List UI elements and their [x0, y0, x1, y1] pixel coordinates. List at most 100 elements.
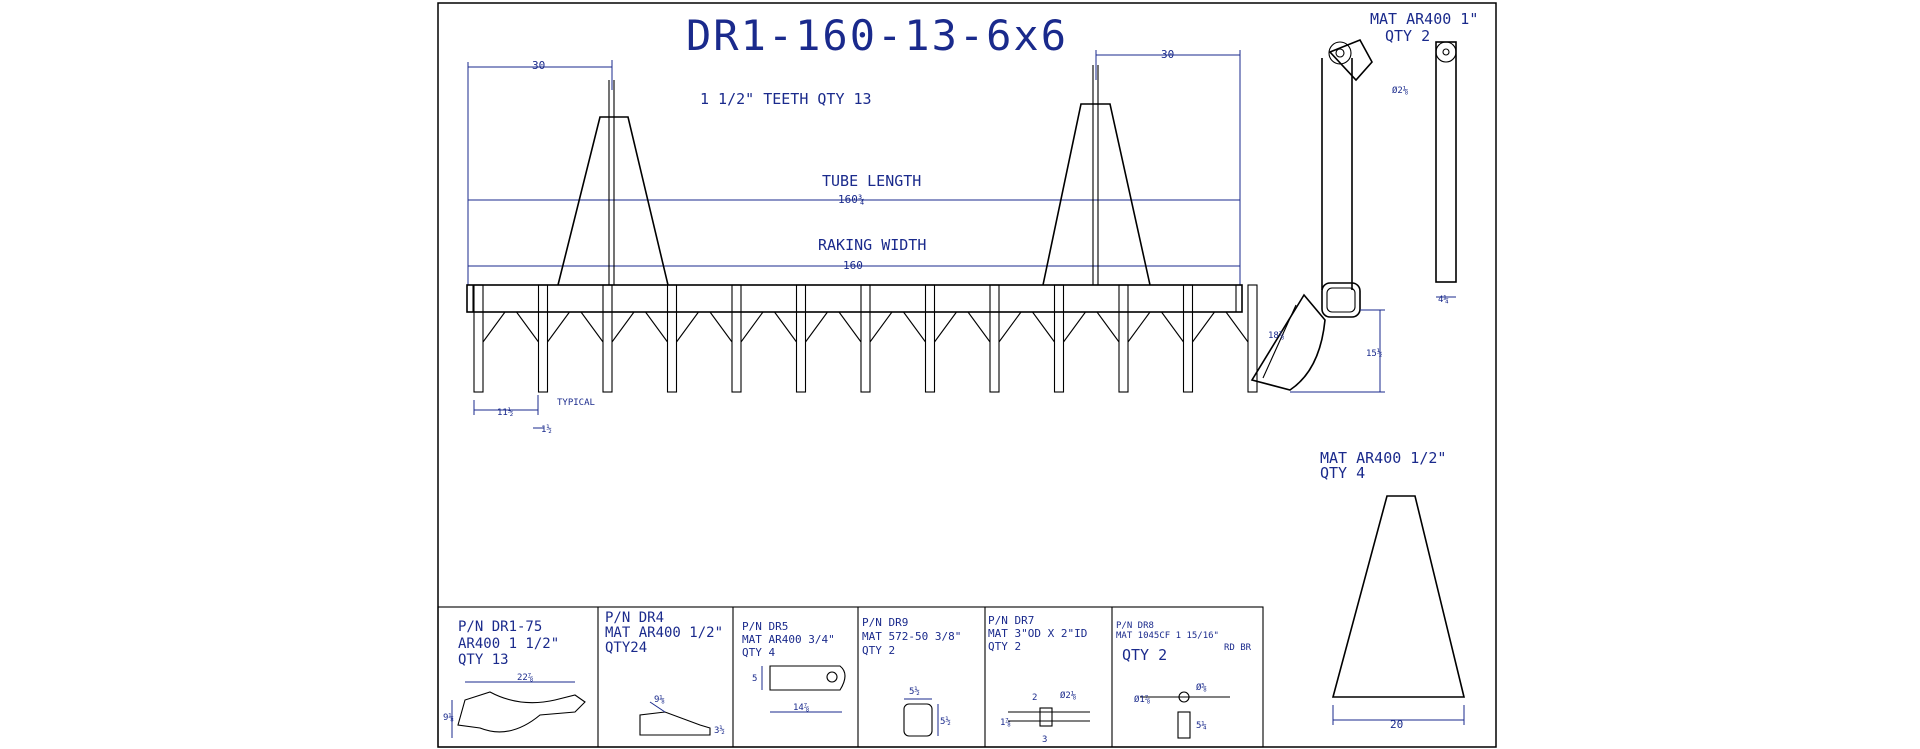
part-dim: 5½: [909, 686, 920, 697]
part-dim: 14⅞: [793, 703, 809, 713]
typical-label: TYPICAL: [557, 398, 595, 408]
part-cell-dr7: P/N DR7 MAT 3"OD X 2"ID QTY 2 Ø2⅛ 1⅞ 3 2: [988, 614, 1090, 745]
part-dim: Ø⅝: [1196, 682, 1207, 693]
rake-tooth: [731, 284, 742, 393]
part-qty: QTY 2: [988, 640, 1021, 653]
part-cell-dr1-75: P/N DR1-75 AR400 1 1/2" QTY 13 22⅞ 9⅛: [443, 619, 586, 738]
rake-front-view: 30 30 TUBE LENGTH 160¾ RAKING WIDTH 160 …: [466, 48, 1258, 435]
rake-side-view: MAT AR400 1" QTY 2 15½ 18⅞ Ø2⅛ 4¼: [1250, 10, 1478, 393]
part-material: MAT 3"OD X 2"ID: [988, 627, 1087, 640]
part-material-2: RD BR: [1224, 643, 1252, 653]
part-dim: Ø1⅞: [1134, 694, 1150, 705]
rake-tooth: [795, 284, 807, 393]
side-width-dim: 4¼: [1438, 295, 1449, 305]
teeth-note: 1 1/2" TEETH QTY 13: [700, 90, 872, 108]
part-material: AR400 1 1/2": [458, 636, 559, 652]
tooth-brace: [547, 311, 570, 343]
part-material: MAT AR400 1/2": [605, 625, 723, 641]
gusset-base-dim: 20: [1390, 718, 1403, 731]
tooth-brace: [1096, 311, 1120, 343]
side-mat-label: MAT AR400 1": [1370, 10, 1478, 28]
tooth-brace: [1032, 311, 1055, 343]
tooth-brace: [482, 311, 506, 343]
part-cell-dr4: P/N DR4 MAT AR400 1/2" QTY24 9⅛ 3½: [605, 610, 725, 736]
tube-length-label: TUBE LENGTH: [822, 172, 921, 190]
tooth-brace: [1161, 311, 1184, 343]
tooth-brace: [903, 311, 926, 343]
pin-dia-dim: Ø2⅛: [1392, 85, 1408, 96]
tooth-brace: [998, 311, 1022, 343]
side-diag-dim: 18⅞: [1268, 331, 1284, 341]
part-cell-dr9: P/N DR9 MAT 572-50 3/8" QTY 2 5½ 5½: [862, 616, 961, 737]
rake-tooth: [473, 284, 484, 393]
tooth-brace: [709, 311, 733, 343]
drawing-frame: [437, 2, 1497, 748]
tooth-brace: [676, 311, 699, 343]
part-cell-dr8: P/N DR8 MAT 1045CF 1 15/16" RD BR QTY 2 …: [1116, 621, 1252, 739]
part-material: MAT 572-50 3/8": [862, 630, 961, 643]
side-height-dim: 15½: [1366, 348, 1382, 359]
tooth-brace: [611, 311, 635, 343]
part-number: P/N DR5: [742, 620, 788, 633]
tooth-brace: [580, 311, 604, 343]
part-dim: Ø2⅛: [1060, 690, 1076, 701]
tooth-brace: [740, 311, 764, 343]
rake-tooth: [860, 284, 871, 393]
raking-width-value: 160: [843, 259, 863, 272]
tooth-brace: [869, 311, 893, 343]
gusset-detail: MAT AR400 1/2" QTY 4 20: [1320, 449, 1466, 731]
gusset-mat-label: MAT AR400 1/2": [1320, 449, 1446, 467]
part-qty: QTY24: [605, 640, 647, 656]
part-material: MAT 1045CF 1 15/16": [1116, 631, 1219, 641]
part-dim: 1⅞: [1000, 718, 1011, 728]
tooth-brace: [1192, 311, 1215, 343]
tooth-spacing-dim: 11½: [497, 407, 513, 418]
right-dim-label: 30: [1161, 48, 1174, 61]
tooth-brace: [1127, 311, 1151, 343]
part-dim: 22⅞: [517, 673, 533, 683]
part-number: P/N DR7: [988, 614, 1034, 627]
part-dim: 9⅛: [443, 713, 454, 723]
part-dim: 5½: [940, 716, 951, 727]
tooth-brace: [967, 311, 991, 343]
tooth-brace: [1063, 311, 1086, 343]
part-number: P/N DR1-75: [458, 619, 542, 635]
tooth-brace: [1225, 311, 1249, 343]
side-qty-label: QTY 2: [1385, 27, 1430, 45]
part-dim: 3½: [714, 725, 725, 736]
part-number: P/N DR8: [1116, 621, 1154, 631]
tooth-brace: [805, 311, 828, 343]
part-dim: 2: [1032, 693, 1037, 703]
tooth-brace: [774, 311, 797, 343]
rake-tooth: [666, 284, 678, 393]
rake-tooth: [602, 284, 613, 393]
part-dim: 9⅛: [654, 695, 665, 705]
rake-tooth: [924, 284, 936, 393]
part-qty: QTY 2: [862, 644, 895, 657]
tooth-brace: [645, 311, 668, 343]
part-qty: QTY 2: [1122, 646, 1167, 664]
drawing-title: DR1-160-13-6x6: [686, 11, 1068, 60]
parts-table: P/N DR1-75 AR400 1 1/2" QTY 13 22⅞ 9⅛ P/…: [437, 606, 1264, 748]
rake-tooth: [537, 284, 549, 393]
tooth-brace: [838, 311, 862, 343]
part-number: P/N DR4: [605, 610, 664, 626]
rake-tooth: [1182, 284, 1194, 393]
part-qty: QTY 4: [742, 646, 775, 659]
tooth-brace: [516, 311, 539, 343]
rake-tooth: [1053, 284, 1065, 393]
rake-tooth: [1118, 284, 1129, 393]
part-cell-dr5: P/N DR5 MAT AR400 3/4" QTY 4 5 14⅞: [742, 620, 846, 713]
tooth-brace: [934, 311, 957, 343]
tooth-thickness-dim: 1½: [541, 424, 552, 435]
part-material: MAT AR400 3/4": [742, 633, 835, 646]
part-dim: 5¼: [1196, 721, 1207, 731]
rake-tooth: [989, 284, 1000, 393]
rake-tooth: [1247, 284, 1258, 393]
part-dim: 3: [1042, 735, 1047, 745]
part-number: P/N DR9: [862, 616, 908, 629]
left-dim-label: 30: [532, 59, 545, 72]
gusset-qty-label: QTY 4: [1320, 464, 1365, 482]
tube-length-value: 160¾: [838, 193, 865, 206]
